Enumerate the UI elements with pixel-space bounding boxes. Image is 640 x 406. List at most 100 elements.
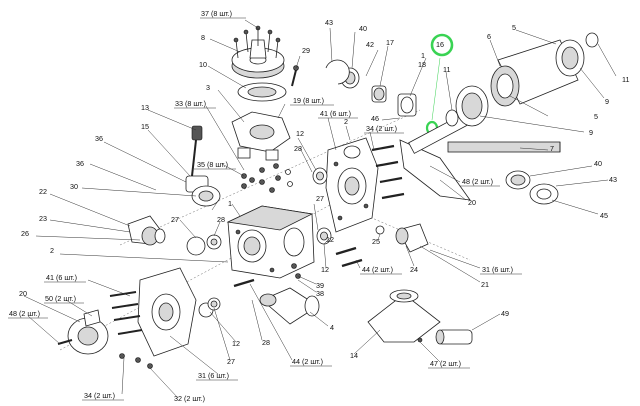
callout-2a: 2	[344, 117, 348, 126]
part-elbow-left	[127, 215, 166, 246]
callout-26: 26	[21, 229, 29, 238]
callout-6: 6	[487, 32, 491, 41]
callout-40b: 40	[594, 159, 602, 168]
part-gearbox	[445, 32, 599, 127]
callout-43b: 43	[609, 175, 617, 184]
part-top-cap	[231, 25, 285, 79]
callout-12a: 12	[296, 129, 304, 138]
callout-32: 32 (2 шт.)	[174, 394, 205, 403]
callout-25: 25	[372, 237, 380, 246]
callout-3: 3	[206, 83, 210, 92]
callout-9a: 9	[605, 97, 609, 106]
callout-36a: 36	[95, 134, 103, 143]
callout-8: 8	[201, 33, 205, 42]
part-left-housing	[109, 267, 197, 369]
callout-24: 24	[410, 265, 418, 274]
callout-27a: 27	[316, 194, 324, 203]
callout-7: 7	[550, 144, 554, 153]
callout-13: 13	[141, 103, 149, 112]
callout-31a: 31 (6 шт.)	[482, 265, 513, 274]
callout-41b: 41 (6 шт.)	[46, 273, 77, 282]
part-ring-set-top	[325, 59, 350, 85]
part-nuts-38-39	[291, 263, 301, 279]
callout-23: 23	[39, 214, 47, 223]
callout-28c: 28	[262, 338, 270, 347]
callout-30: 30	[70, 182, 78, 191]
part-valve-15	[185, 125, 209, 193]
part-bearing-right	[505, 170, 559, 205]
callout-43a: 43	[325, 18, 333, 27]
callout-45: 45	[600, 211, 608, 220]
callout-40a: 40	[359, 24, 367, 33]
part-seal-12a	[312, 167, 328, 185]
callout-20a: 20	[468, 198, 476, 207]
callout-48a: 48 (2 шт.)	[462, 177, 493, 186]
callout-33: 33 (8 шт.)	[175, 99, 206, 108]
part-diaphragm	[237, 82, 287, 102]
callout-29: 29	[302, 46, 310, 55]
part-fitting-25	[375, 225, 385, 235]
callout-49: 49	[501, 309, 509, 318]
callout-39: 39	[316, 281, 324, 290]
callout-38: 38	[316, 289, 324, 298]
callout-28b: 28	[217, 215, 225, 224]
callout-12d: 12	[232, 339, 240, 348]
callout-1b: 1	[228, 199, 232, 208]
part-gasket-right	[399, 139, 471, 201]
callout-47: 47 (2 шт.)	[430, 359, 461, 368]
callout-41a: 41 (6 шт.)	[320, 109, 351, 118]
part-fitting-24	[395, 223, 429, 253]
callout-19: 19 (8 шт.)	[293, 96, 324, 105]
part-funnel-14	[367, 289, 473, 345]
part-right-housing	[325, 137, 379, 233]
callout-34b: 34 (2 шт.)	[84, 391, 115, 400]
callout-5a: 5	[512, 23, 516, 32]
part-middle-cover	[231, 111, 291, 161]
part-pipe-4	[259, 287, 320, 325]
callout-37: 37 (8 шт.)	[201, 9, 232, 18]
callout-14: 14	[350, 351, 358, 360]
callout-27c: 27	[227, 357, 235, 366]
callout-44a: 44 (2 шт.)	[362, 265, 393, 274]
callout-44b: 44 (2 шт.)	[292, 357, 323, 366]
highlight-ring	[430, 33, 454, 57]
callout-28a: 28	[294, 144, 302, 153]
part-nut-cluster	[241, 163, 293, 193]
callout-36b: 36	[76, 159, 84, 168]
callout-1a: 1	[421, 51, 425, 60]
callout-17: 17	[386, 38, 394, 47]
callout-12b: 12	[326, 235, 334, 244]
leader-lines	[23, 19, 617, 399]
callout-21: 21	[481, 280, 489, 289]
callout-18: 18	[418, 60, 426, 69]
part-left-cover	[57, 309, 109, 355]
callout-34a: 34 (2 шт.)	[366, 124, 397, 133]
part-screw-29	[291, 65, 299, 87]
callout-labels: 37 (8 шт.) 8 10 29 43 40 42 17 16 6 5 1 …	[9, 9, 629, 403]
callout-11a: 11	[443, 65, 450, 74]
callout-9b: 9	[589, 128, 593, 137]
callout-35: 35 (8 шт.)	[197, 160, 228, 169]
callout-42: 42	[366, 40, 374, 49]
callout-48b: 48 (2 шт.)	[9, 309, 40, 318]
callout-15: 15	[141, 122, 149, 131]
callout-31b: 31 (6 шт.)	[198, 371, 229, 380]
callout-20b: 20	[19, 289, 27, 298]
part-seals-left	[186, 234, 222, 256]
callout-4: 4	[330, 323, 334, 332]
callout-12c: 12	[321, 265, 329, 274]
callout-50: 50 (2 шт.)	[45, 294, 76, 303]
callout-2b: 2	[50, 246, 54, 255]
part-bolts-41a	[371, 144, 405, 200]
part-seals-bottom	[198, 297, 221, 318]
label-underlines	[8, 17, 522, 401]
callout-10: 10	[199, 60, 207, 69]
part-seal-12b	[316, 227, 332, 245]
callout-16: 16	[436, 40, 444, 49]
part-pins-44	[233, 246, 363, 288]
callout-22: 22	[39, 187, 47, 196]
callout-5b: 5	[594, 112, 598, 121]
callout-11b: 11	[622, 75, 629, 84]
callout-46: 46	[371, 114, 379, 123]
